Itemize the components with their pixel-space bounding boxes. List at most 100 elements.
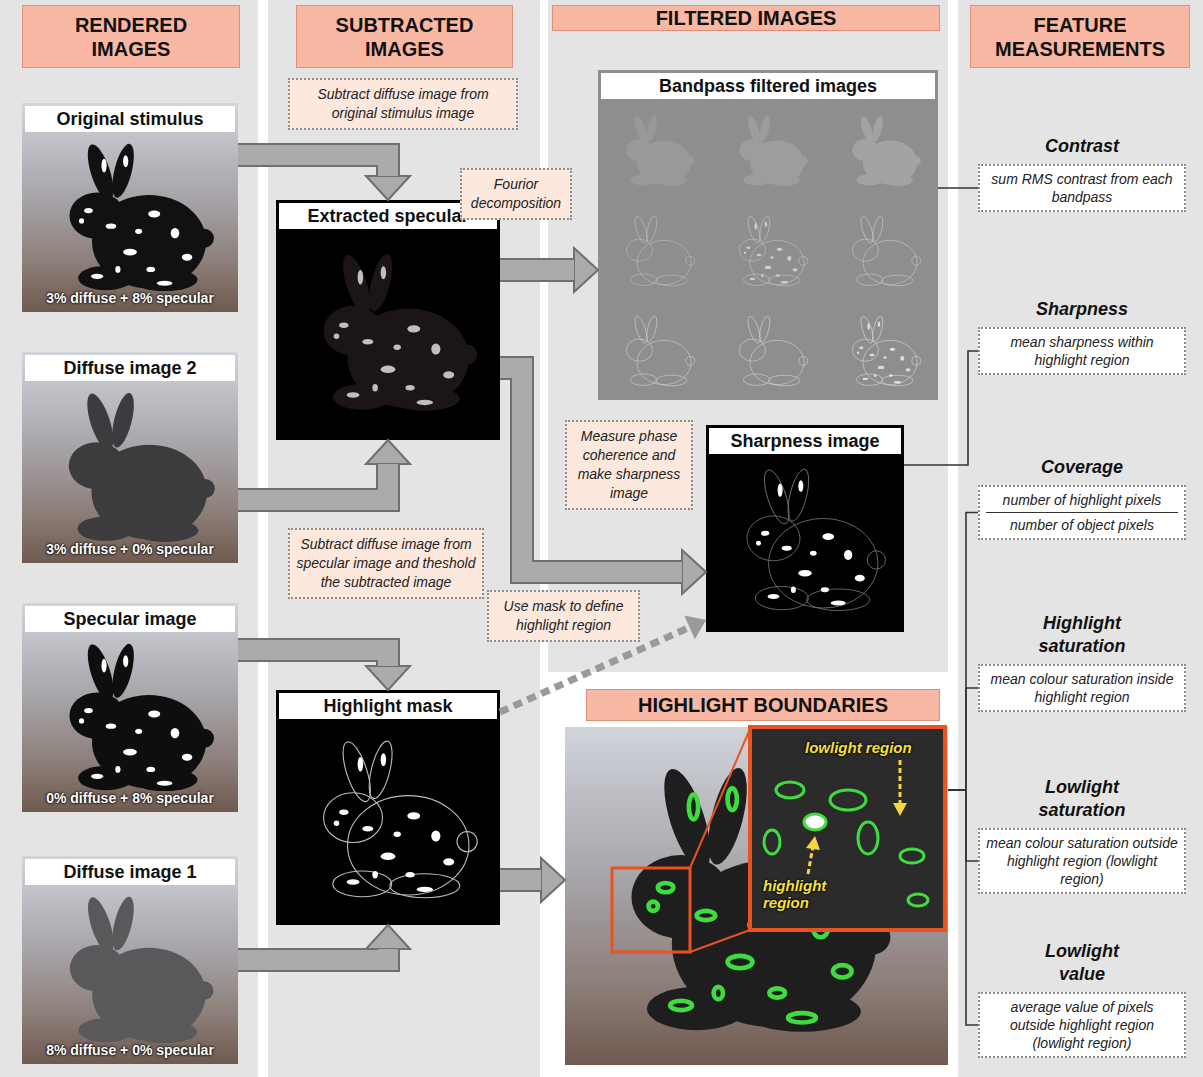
note-text: Use mask to define highlight region — [493, 597, 634, 635]
feature-description: average value of pixels outside highligh… — [986, 998, 1178, 1052]
feature-heading: Coverage — [1026, 456, 1138, 479]
feature-measure: Coveragenumber of highlight pixelsnumber… — [978, 456, 1186, 540]
image-caption: 3% diffuse + 8% specular — [22, 290, 238, 307]
dotted-box: mean sharpness within highlight region — [978, 327, 1186, 375]
dotted-box: number of highlight pixels number of obje… — [978, 485, 1186, 540]
section-header: HIGHLIGHT BOUNDARIES — [586, 689, 940, 721]
column-panel — [958, 0, 1203, 1077]
block-arrow — [238, 440, 410, 500]
feature-measure: Highlight saturationmean colour saturati… — [978, 612, 1186, 712]
connector-line — [948, 688, 978, 790]
arrow-body — [500, 260, 574, 280]
image-panel: Highlight mask — [276, 690, 500, 925]
image-panel: Diffuse image 1 8% diffuse + 0% specular — [22, 856, 238, 1064]
arrow-outline — [238, 464, 388, 500]
feature-description: number of highlight pixels — [986, 491, 1178, 513]
column-panel — [0, 0, 258, 1077]
feature-description: mean colour saturation inside highlight … — [986, 670, 1178, 706]
arrow-body — [904, 351, 978, 465]
dotted-box: average value of pixels outside highligh… — [978, 992, 1186, 1058]
block-arrow — [500, 368, 706, 594]
arrow-head — [366, 176, 410, 200]
arrow-head — [574, 248, 598, 292]
image-title: Bandpass filtered images — [601, 73, 935, 99]
arrow-head — [366, 440, 410, 464]
arrow-body — [948, 688, 978, 790]
dotted-box: sum RMS contrast from each bandpass — [978, 164, 1186, 212]
feature-heading: Contrast — [1026, 135, 1138, 158]
feature-measure: Contrast sum RMS contrast from each bandp… — [978, 135, 1186, 212]
arrow-head — [684, 615, 706, 639]
process-note: Fourior decomposition — [460, 168, 572, 220]
rendered-image — [22, 603, 238, 812]
block-arrow — [238, 155, 410, 200]
image-caption: 3% diffuse + 0% specular — [22, 541, 238, 558]
section-header: RENDERED IMAGES — [22, 5, 240, 68]
section-header: SUBTRACTED IMAGES — [296, 5, 513, 68]
dotted-box: mean colour saturation inside highlight … — [978, 664, 1186, 712]
arrow-body — [238, 155, 388, 176]
arrow-body — [948, 790, 978, 861]
image-title: Specular image — [25, 606, 235, 632]
note-text: Measure phase coherence and make sharpne… — [571, 427, 687, 503]
image-title: Original stimulus — [25, 106, 235, 132]
region-label: highlight region — [763, 877, 843, 911]
highlight-mask-image — [276, 690, 500, 925]
feature-heading: Lowlight saturation — [1026, 776, 1138, 822]
rendered-image — [22, 103, 238, 312]
arrow-body — [238, 464, 388, 500]
image-caption: 0% diffuse + 8% specular — [22, 790, 238, 807]
image-panel: Original stimulus 3% diffuse + 8% specula… — [22, 103, 238, 312]
block-arrow — [500, 858, 565, 902]
image-title: Diffuse image 2 — [25, 355, 235, 381]
arrow-head — [682, 550, 706, 594]
image-caption: 8% diffuse + 0% specular — [22, 1042, 238, 1059]
feature-description: number of object pixels — [986, 516, 1178, 534]
note-text: Fourior decomposition — [466, 175, 566, 213]
feature-description: sum RMS contrast from each bandpass — [986, 170, 1178, 206]
rendered-image — [22, 352, 238, 563]
rendered-image — [22, 856, 238, 1064]
connector-line — [948, 790, 978, 861]
arrow-head — [366, 925, 410, 949]
image-title: Diffuse image 1 — [25, 859, 235, 885]
connector-line — [948, 790, 978, 1025]
header-text: RENDERED IMAGES — [53, 13, 209, 61]
section-header: FEATURE MEASUREMENTS — [970, 5, 1190, 68]
arrow-outline — [238, 949, 388, 960]
connector-line — [904, 351, 978, 465]
section-header: FILTERED IMAGES — [552, 5, 940, 31]
process-note: Measure phase coherence and make sharpne… — [565, 420, 693, 510]
feature-heading: Lowlight value — [1026, 940, 1138, 986]
arrow-outline — [238, 650, 388, 666]
feature-description: mean sharpness within highlight region — [986, 333, 1178, 369]
note-text: Subtract diffuse image from specular ima… — [294, 535, 478, 592]
image-title: Sharpness image — [709, 428, 901, 454]
feature-description: mean colour saturation outside highlight… — [986, 834, 1178, 888]
sharpness-image — [706, 425, 904, 632]
image-title: Highlight mask — [279, 693, 497, 719]
arrow-outline — [238, 155, 388, 176]
connector-line — [938, 188, 978, 189]
arrow-body — [500, 870, 541, 890]
connector-line — [948, 513, 978, 791]
region-label: lowlight region — [805, 739, 935, 756]
header-text: SUBTRACTED IMAGES — [327, 13, 482, 61]
arrow-outline — [500, 868, 541, 892]
arrow-head — [366, 666, 410, 690]
extracted-specular-image — [276, 200, 500, 440]
arrow-body — [238, 650, 388, 666]
header-text: FILTERED IMAGES — [656, 6, 837, 30]
image-panel: Diffuse image 2 3% diffuse + 0% specular — [22, 352, 238, 563]
bandpass-grid — [598, 70, 938, 400]
process-note: Subtract diffuse image from original sti… — [288, 78, 518, 130]
arrow-outline — [500, 258, 574, 282]
feature-measure: Lowlight saturation mean colour saturatio… — [978, 776, 1186, 894]
highlight-boundaries-panel: lowlight region highlight region — [565, 727, 948, 1065]
block-arrow — [500, 248, 598, 292]
arrow-head — [541, 858, 565, 902]
process-note: Use mask to define highlight region — [487, 590, 640, 642]
feature-measure: Lowlight value average value of pixels ou… — [978, 940, 1186, 1058]
highlight-boundaries-image — [565, 727, 948, 1065]
